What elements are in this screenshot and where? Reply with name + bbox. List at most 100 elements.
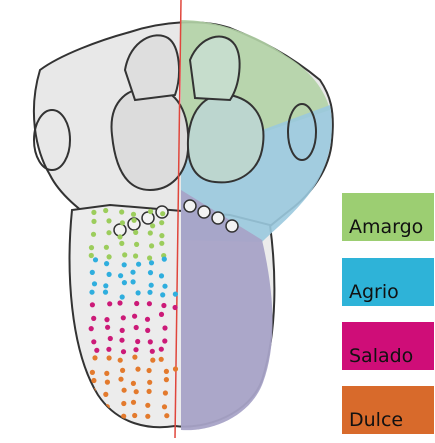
taste-dot (173, 292, 178, 297)
taste-dot (150, 349, 155, 354)
taste-dot (147, 255, 152, 260)
taste-dot (162, 284, 167, 289)
legend-label-agrio: Agrio (349, 283, 399, 302)
taste-dot (164, 377, 169, 382)
taste-dot (132, 218, 137, 223)
taste-dot (104, 245, 109, 250)
legend-label-salado: Salado (349, 347, 413, 366)
taste-dot (145, 403, 150, 408)
taste-dot (132, 314, 137, 319)
taste-dot (117, 300, 122, 305)
legend-agrio: Agrio (342, 258, 434, 306)
taste-dot (131, 212, 136, 217)
taste-dot (131, 279, 136, 284)
taste-dot (106, 218, 111, 223)
taste-dot (161, 303, 166, 308)
taste-dot (148, 270, 153, 275)
taste-dot (147, 368, 152, 373)
taste-dot (145, 414, 150, 419)
taste-dot (159, 220, 164, 225)
taste-dot (133, 347, 138, 352)
taste-dot (91, 232, 96, 237)
taste-dot (106, 230, 111, 235)
taste-dot (107, 301, 112, 306)
taste-dot (134, 301, 139, 306)
taste-dot (122, 388, 127, 393)
legend-amargo: Amargo (342, 193, 434, 241)
taste-dot (162, 325, 167, 330)
taste-dot (104, 317, 109, 322)
taste-dot (148, 230, 153, 235)
legend-label-amargo: Amargo (349, 218, 423, 237)
taste-dot (90, 270, 95, 275)
taste-dot (159, 241, 164, 246)
taste-dot (107, 355, 112, 360)
taste-dot (103, 283, 108, 288)
taste-dot (120, 294, 125, 299)
taste-dot (130, 270, 135, 275)
taste-dot (147, 380, 152, 385)
taste-dot (106, 347, 111, 352)
taste-dot (159, 273, 164, 278)
taste-dot (131, 400, 136, 405)
taste-dot (134, 389, 139, 394)
taste-dot (93, 257, 98, 262)
taste-dot (136, 262, 141, 267)
taste-dot (149, 283, 154, 288)
taste-dot (94, 404, 99, 409)
taste-dot (148, 209, 153, 214)
taste-dot (159, 347, 164, 352)
taste-dot (149, 243, 154, 248)
taste-dot (160, 211, 165, 216)
taste-dot (122, 252, 127, 257)
taste-dot (90, 370, 95, 375)
taste-dot (148, 339, 153, 344)
taste-dot (159, 312, 164, 317)
taste-dot (135, 367, 140, 372)
legend-label-dulce: Dulce (349, 411, 403, 430)
taste-dot (145, 317, 150, 322)
taste-dot (119, 338, 124, 343)
right-lingual-tonsil (188, 95, 264, 183)
taste-dot (132, 413, 137, 418)
taste-dot (134, 242, 139, 247)
taste-dot (103, 392, 108, 397)
taste-dot (91, 219, 96, 224)
taste-dot (105, 325, 110, 330)
taste-dot (160, 292, 165, 297)
taste-dot (159, 357, 164, 362)
taste-dot (89, 245, 94, 250)
taste-dot (91, 339, 96, 344)
taste-dot (135, 339, 140, 344)
taste-dot (89, 326, 94, 331)
left-lingual-tonsil (112, 88, 189, 190)
taste-dot (164, 413, 169, 418)
taste-dot (104, 261, 109, 266)
taste-dot (162, 404, 167, 409)
taste-dot (173, 366, 178, 371)
epiglottis-right (190, 37, 240, 100)
taste-dot (104, 371, 109, 376)
taste-dot (89, 253, 94, 258)
taste-dot (108, 413, 113, 418)
taste-dot (107, 272, 112, 277)
taste-dot (121, 401, 126, 406)
taste-dot (118, 377, 123, 382)
taste-dot (147, 290, 152, 295)
taste-dot (122, 262, 127, 267)
taste-dot (147, 389, 152, 394)
taste-dot (91, 316, 96, 321)
taste-dot (103, 208, 108, 213)
taste-dot (164, 369, 169, 374)
taste-dot (149, 260, 154, 265)
taste-dot (133, 253, 138, 258)
taste-dot (147, 301, 152, 306)
taste-dot (118, 273, 123, 278)
taste-dot (91, 210, 96, 215)
legend-salado: Salado (342, 322, 434, 370)
taste-dot (150, 358, 155, 363)
taste-dot (173, 305, 178, 310)
taste-dot (92, 355, 97, 360)
taste-dot (121, 349, 126, 354)
